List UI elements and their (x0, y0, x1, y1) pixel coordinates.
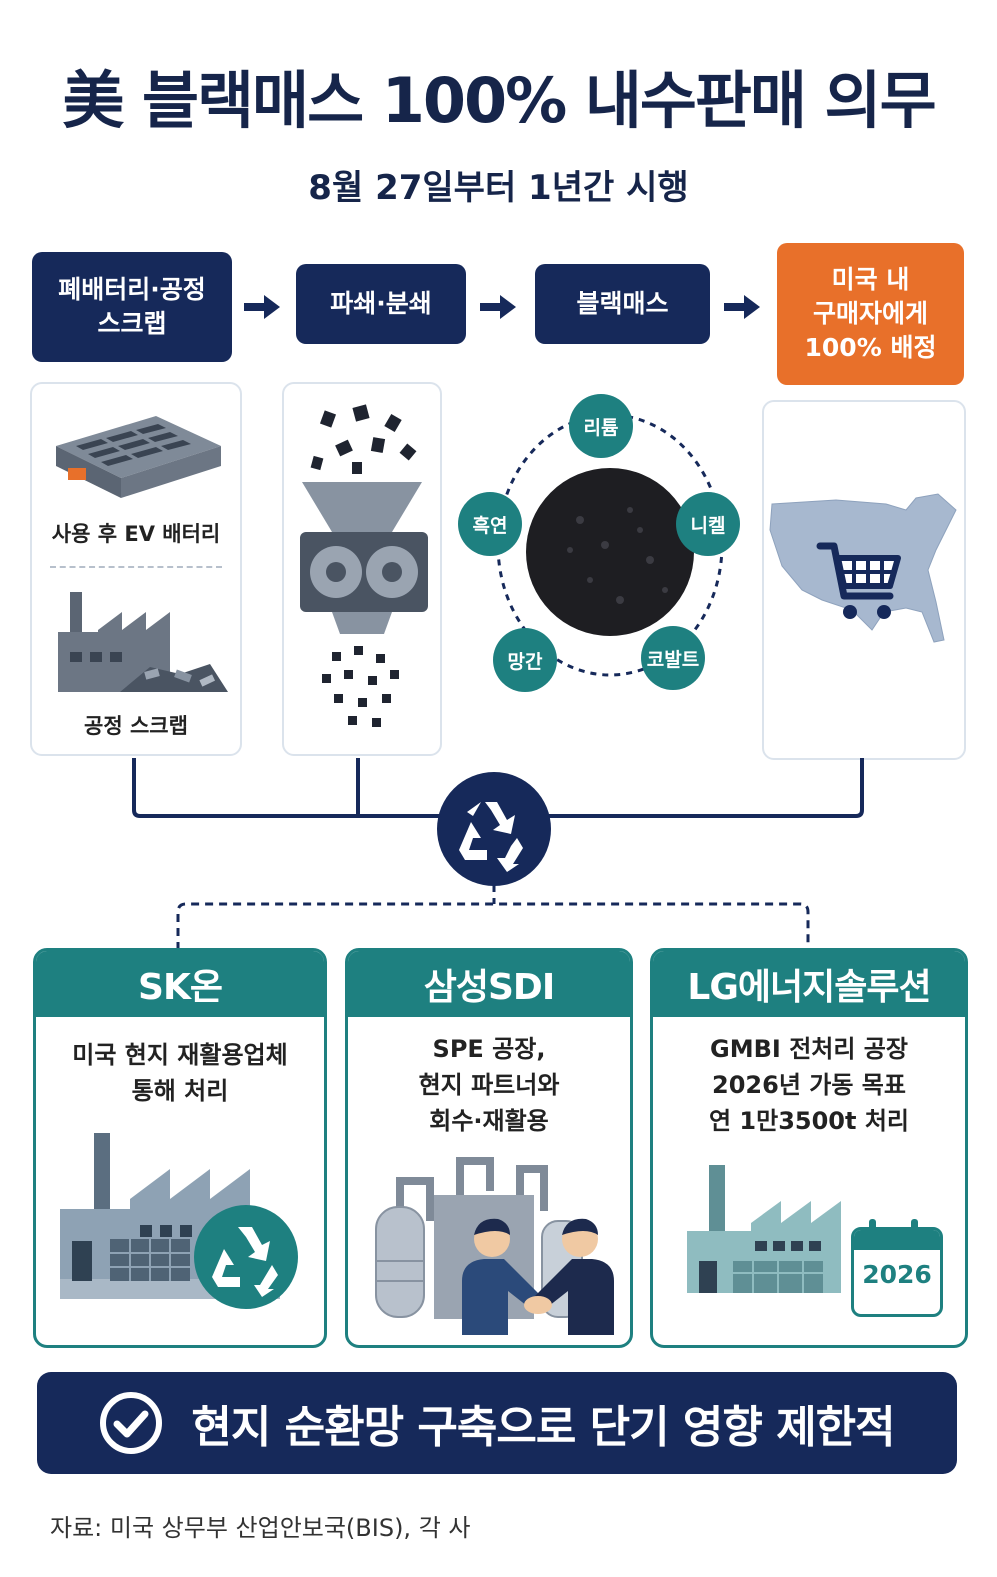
company-card-samsung-sdi: 삼성SDI SPE 공장, 현지 파트너와 회수·재활용 (345, 948, 633, 1348)
ev-battery-label: 사용 후 EV 배터리 (51, 522, 221, 546)
page-subtitle: 8월 27일부터 1년간 시행 (308, 168, 689, 208)
calendar-year: 2026 (862, 1260, 932, 1289)
step-scrap: 폐배터리·공정 스크랩 (32, 252, 232, 362)
step-us-buyer: 미국 내 구매자에게 100% 배정 (777, 243, 964, 385)
company-highlight: 연 1만3500t 처리 (709, 1107, 909, 1135)
divider (50, 566, 222, 568)
summary-banner: 현지 순환망 구축으로 단기 영향 제한적 (37, 1372, 957, 1474)
calendar-icon: 2026 (851, 1227, 943, 1317)
recycle-hub (437, 772, 551, 886)
shred-panel (282, 382, 442, 756)
element-lithium: 리튬 (569, 394, 633, 458)
element-nickel: 니켈 (676, 492, 740, 556)
scrap-panel: 사용 후 EV 배터리 공정 스크랩 (30, 382, 242, 756)
factory-icon (58, 592, 228, 692)
company-card-lg-energy-solution: LG에너지솔루션 GMBI 전처리 공장 2026년 가동 목표 연 1만350… (650, 948, 968, 1348)
company-desc: GMBI 전처리 공장 2026년 가동 목표 (710, 1035, 908, 1099)
shopping-cart-icon (816, 542, 901, 619)
battery-icon (56, 416, 221, 498)
company-name: LG에너지솔루션 (653, 951, 965, 1017)
arrow-right-icon (480, 295, 516, 319)
us-panel (762, 400, 966, 760)
plant-icon (375, 1157, 583, 1319)
source-note: 자료: 미국 상무부 산업안보국(BIS), 각 사 (50, 1514, 471, 1542)
factory-scrap-label: 공정 스크랩 (84, 714, 188, 738)
calendar-ring (869, 1219, 876, 1237)
step-black-mass: 블랙매스 (535, 264, 710, 344)
shredder-icon (300, 404, 428, 727)
factory-icon (60, 1133, 298, 1309)
arrow-right-icon (724, 295, 760, 319)
company-card-sk-on: SK온 미국 현지 재활용업체 통해 처리 (33, 948, 327, 1348)
black-mass-icon (526, 468, 694, 636)
company-name: SK온 (36, 951, 324, 1017)
element-manganese: 망간 (493, 628, 557, 692)
element-cobalt: 코발트 (641, 626, 705, 690)
check-icon (100, 1392, 163, 1454)
company-name: 삼성SDI (348, 951, 630, 1017)
recycle-icon (459, 802, 523, 872)
step-shred: 파쇄·분쇄 (296, 264, 466, 344)
handshake-icon (462, 1218, 614, 1335)
company-desc: 미국 현지 재활용업체 통해 처리 (72, 1041, 288, 1105)
summary-text: 현지 순환망 구축으로 단기 영향 제한적 (191, 1402, 895, 1453)
arrow-right-icon (244, 295, 280, 319)
factory-icon (687, 1165, 841, 1293)
company-desc: SPE 공장, 현지 파트너와 회수·재활용 (418, 1035, 560, 1135)
calendar-ring (911, 1219, 918, 1237)
element-graphite: 흑연 (458, 492, 522, 556)
page-title: 美 블랙매스 100% 내수판매 의무 (62, 64, 936, 137)
